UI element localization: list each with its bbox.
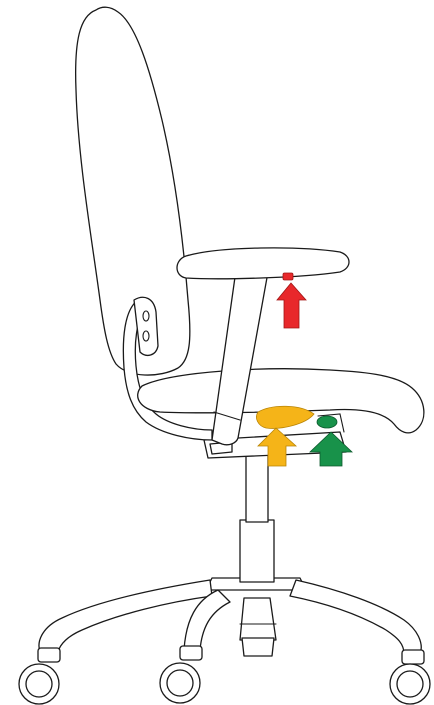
caster-left xyxy=(19,648,60,704)
gas-cylinder xyxy=(240,452,274,582)
armrest-pad xyxy=(177,248,349,279)
armrest-height-button[interactable] xyxy=(283,273,293,280)
chair-base xyxy=(39,578,421,656)
casters xyxy=(19,646,430,704)
seat-height-lever[interactable] xyxy=(317,416,337,428)
base-leg-front-right xyxy=(240,598,276,640)
seat-depth-lever[interactable] xyxy=(256,406,314,428)
armrest-height-control xyxy=(277,273,306,328)
caster-middle xyxy=(160,646,202,703)
arrow-up-red-icon xyxy=(277,283,306,328)
base-leg-right xyxy=(290,580,421,654)
caster-right xyxy=(390,650,430,704)
